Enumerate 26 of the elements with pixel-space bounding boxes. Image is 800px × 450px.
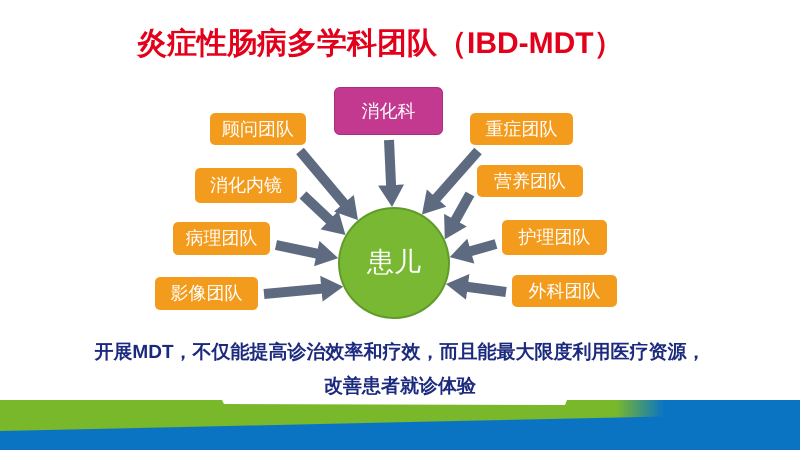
department-box [334, 87, 443, 135]
team-box [512, 275, 617, 307]
node-label: 患儿 [367, 246, 421, 280]
arrow [448, 238, 498, 264]
arrow [445, 274, 507, 300]
node-label: 护理团队 [518, 226, 590, 249]
team-box [477, 165, 583, 197]
node-label: 顾问团队 [222, 118, 294, 140]
node-label: 营养团队 [494, 170, 566, 192]
node-label: 重症团队 [486, 118, 558, 140]
team-box [173, 222, 270, 255]
title: 炎症性肠病多学科团队（IBD-MDT） [137, 29, 624, 59]
arrow [274, 240, 340, 266]
arrow [378, 140, 404, 208]
node-label: 病理团队 [186, 227, 258, 250]
team-box [210, 113, 306, 145]
node-label: 消化内镜 [210, 174, 282, 197]
node-label: 消化科 [362, 100, 416, 122]
team-box [470, 113, 573, 145]
arrow [264, 276, 344, 302]
team-box [502, 220, 607, 255]
node-label: 外科团队 [528, 280, 600, 302]
team-box [195, 168, 297, 203]
summary-text: 开展MDT，不仅能提高诊治效率和疗效，而且能最大限度利用医疗资源，改善患者就诊体验 [93, 340, 707, 399]
team-box [155, 277, 258, 310]
node-label: 影像团队 [170, 282, 242, 305]
